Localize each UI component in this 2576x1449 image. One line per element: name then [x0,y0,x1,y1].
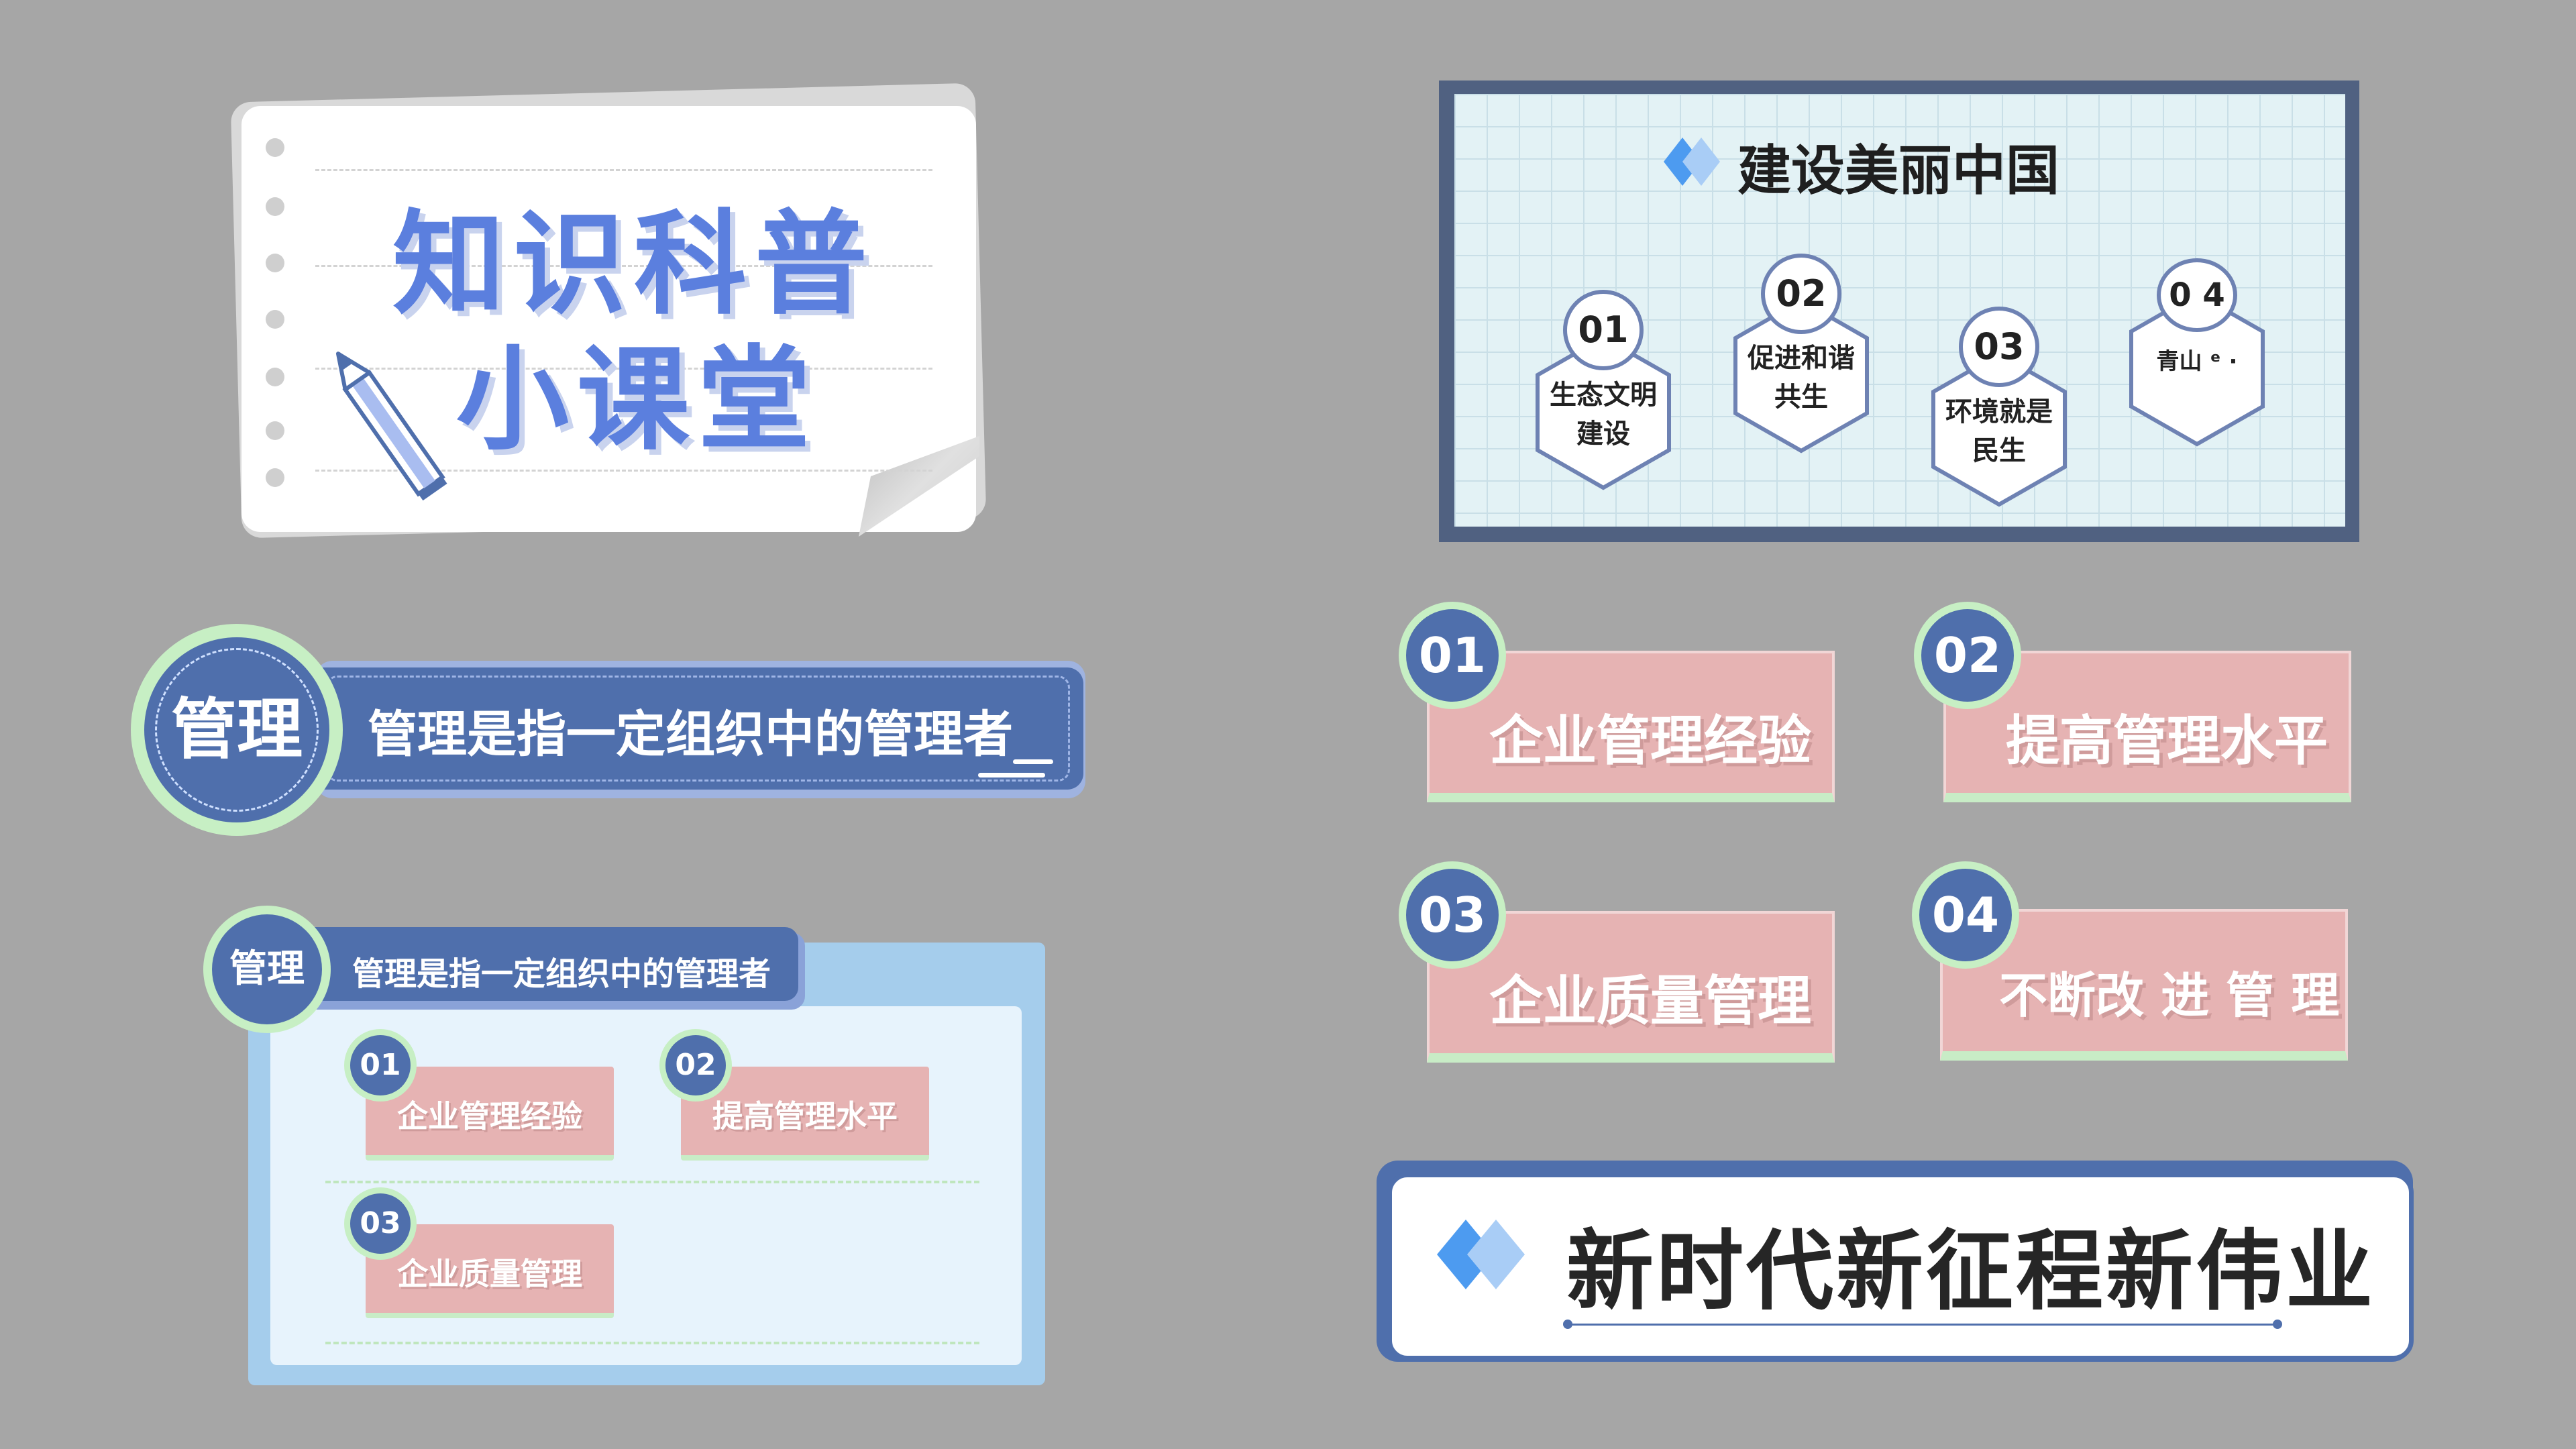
notebook-sheet [241,106,976,532]
panel-header [275,927,798,1001]
panel-badge-label: 管理 [229,947,305,991]
slogan-card-body [1387,1173,2414,1360]
hexagon-shape [1733,298,1869,453]
panel-header-text: 管理是指一定组织中的管理者 [352,955,771,993]
binder-hole [266,254,284,272]
decor-stroke [978,773,1045,777]
panel-badge [212,914,322,1024]
hexagon-number: 02 [1761,254,1841,334]
banner-badge-label: 管理 [170,692,303,768]
banner-text: 管理是指一定组织中的管理者 [368,706,1013,763]
binder-hole [266,197,284,216]
ruled-line [315,470,932,472]
hexagon-label-line1: 环境就是 [1945,396,2053,427]
panel-item-number: 03 [350,1193,411,1254]
panel-item-number: 02 [665,1035,726,1095]
decor-stroke [1013,759,1053,764]
ruled-line [315,368,932,370]
slogan-text: 新时代新征程新伟业 [1566,1220,2376,1322]
hexagon-number: 0 4 [2157,258,2237,332]
hexagon-label-line1: 促进和谐 [1748,343,1855,374]
slogan-underline [1566,1324,2277,1326]
binder-hole [266,468,284,487]
binder-hole [266,368,284,386]
panel-item-label: 企业管理经验 [397,1098,582,1134]
binder-hole [266,138,284,157]
hexagon-shape [1931,352,2067,507]
binder-hole [266,421,284,440]
grid-panel-title: 建设美丽中国 [1737,140,2059,202]
notebook-title-line1: 知识科普 [392,199,875,330]
pink-card-number: 03 [1406,869,1499,961]
pink-card-label: 提高管理水平 [2006,710,2328,772]
binder-hole [266,310,284,329]
panel-item-number: 01 [350,1035,411,1095]
pink-card-label: 企业管理经验 [1489,710,1811,772]
pink-card-label: 不断改 进 管 理 [1999,967,2340,1024]
ruled-line [315,265,932,267]
panel-divider [325,1342,979,1344]
panel-item-label: 提高管理水平 [712,1098,898,1134]
hexagon-label-line2: 建设 [1576,419,1630,449]
hexagon-label-line1: 青山 ᵉ · [2156,348,2238,375]
pink-card-number: 02 [1921,609,2014,702]
hexagon-label-line1: 生态文明 [1550,380,1657,411]
notebook-title-line2: 小课堂 [456,334,818,466]
hexagon-label-line2: 民生 [1972,435,2026,466]
hexagon-label-line2: 共生 [1774,382,1828,413]
diamond-icon [1664,138,1720,186]
slogan-underline-dot [2273,1320,2282,1329]
banner-badge [144,637,329,822]
hexagon-number: 01 [1563,290,1644,370]
panel-divider [325,1181,979,1183]
hexagon-number: 03 [1959,307,2039,387]
pink-card-label: 企业质量管理 [1489,970,1811,1032]
ruled-line [315,169,932,171]
panel-item-label: 企业质量管理 [397,1256,582,1292]
hexagon-shape [1536,335,1671,490]
pencil-icon [335,352,447,501]
hexagon-shape [2129,291,2265,447]
banner-bar [305,667,1083,790]
diamond-icon [1437,1220,1525,1289]
slogan-underline-dot [1563,1320,1572,1329]
pink-card [1940,909,2348,1061]
pink-card-number: 01 [1406,609,1499,702]
pink-card-number: 04 [1919,869,2012,961]
